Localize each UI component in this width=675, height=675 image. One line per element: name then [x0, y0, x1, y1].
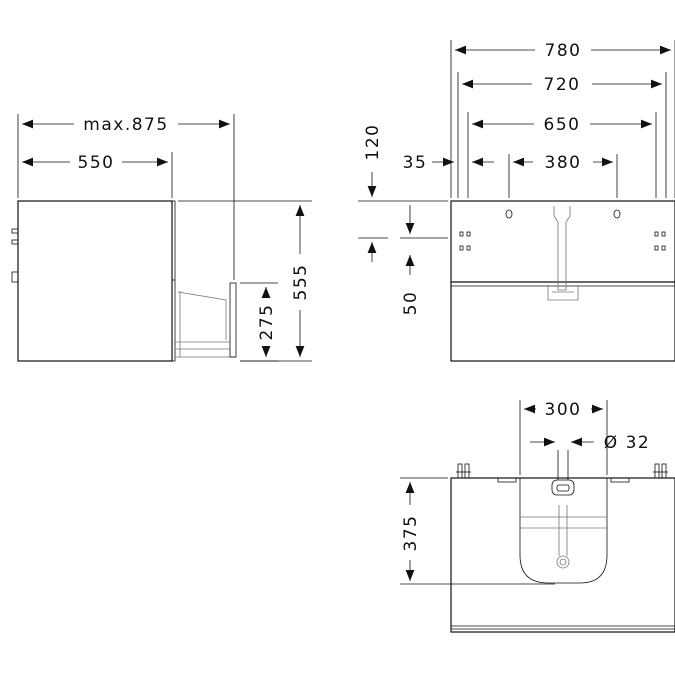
wall-bracket-bottom [11, 271, 19, 283]
dim-depth: 550 [78, 153, 115, 173]
mounting-hole-left [505, 209, 513, 219]
wall-bracket-top [11, 228, 19, 234]
top-cabinet-body [450, 477, 675, 633]
mounting-hole-right [613, 209, 621, 219]
dim-height: 555 [291, 264, 311, 301]
dim-edge-offset: 35 [403, 153, 428, 173]
siphon-top [556, 505, 570, 569]
dim-cutout-width: 300 [545, 400, 582, 420]
dim-drawer-height: 275 [257, 304, 277, 341]
top-view: 300 Ø 32 375 [400, 400, 675, 633]
side-view: max.875 550 275 555 [11, 114, 312, 362]
front-view: 780 720 650 35 380 120 50 [358, 40, 675, 362]
siphon-connector [551, 450, 575, 496]
side-cabinet-body [17, 200, 173, 362]
dim-top-offset: 120 [363, 124, 383, 161]
dim-depth-max: max.875 [83, 115, 168, 135]
open-drawer [175, 282, 237, 358]
dim-width-inner: 720 [544, 75, 581, 95]
sink-cutout [519, 478, 608, 584]
wall-bracket-mid [11, 239, 19, 245]
front-cabinet-body [450, 200, 675, 362]
dim-siphon-depth: 375 [401, 515, 421, 552]
dim-hole-spacing: 380 [545, 153, 582, 173]
siphon-front [547, 206, 579, 301]
dim-width-outer: 780 [545, 41, 582, 61]
dim-width-holes: 650 [544, 115, 581, 135]
dim-pipe-diameter: Ø 32 [604, 433, 650, 453]
side-front-panel [171, 200, 176, 362]
rear-bracket-right [653, 463, 668, 479]
dim-drop: 50 [401, 291, 421, 316]
rear-bracket-left [456, 463, 471, 479]
